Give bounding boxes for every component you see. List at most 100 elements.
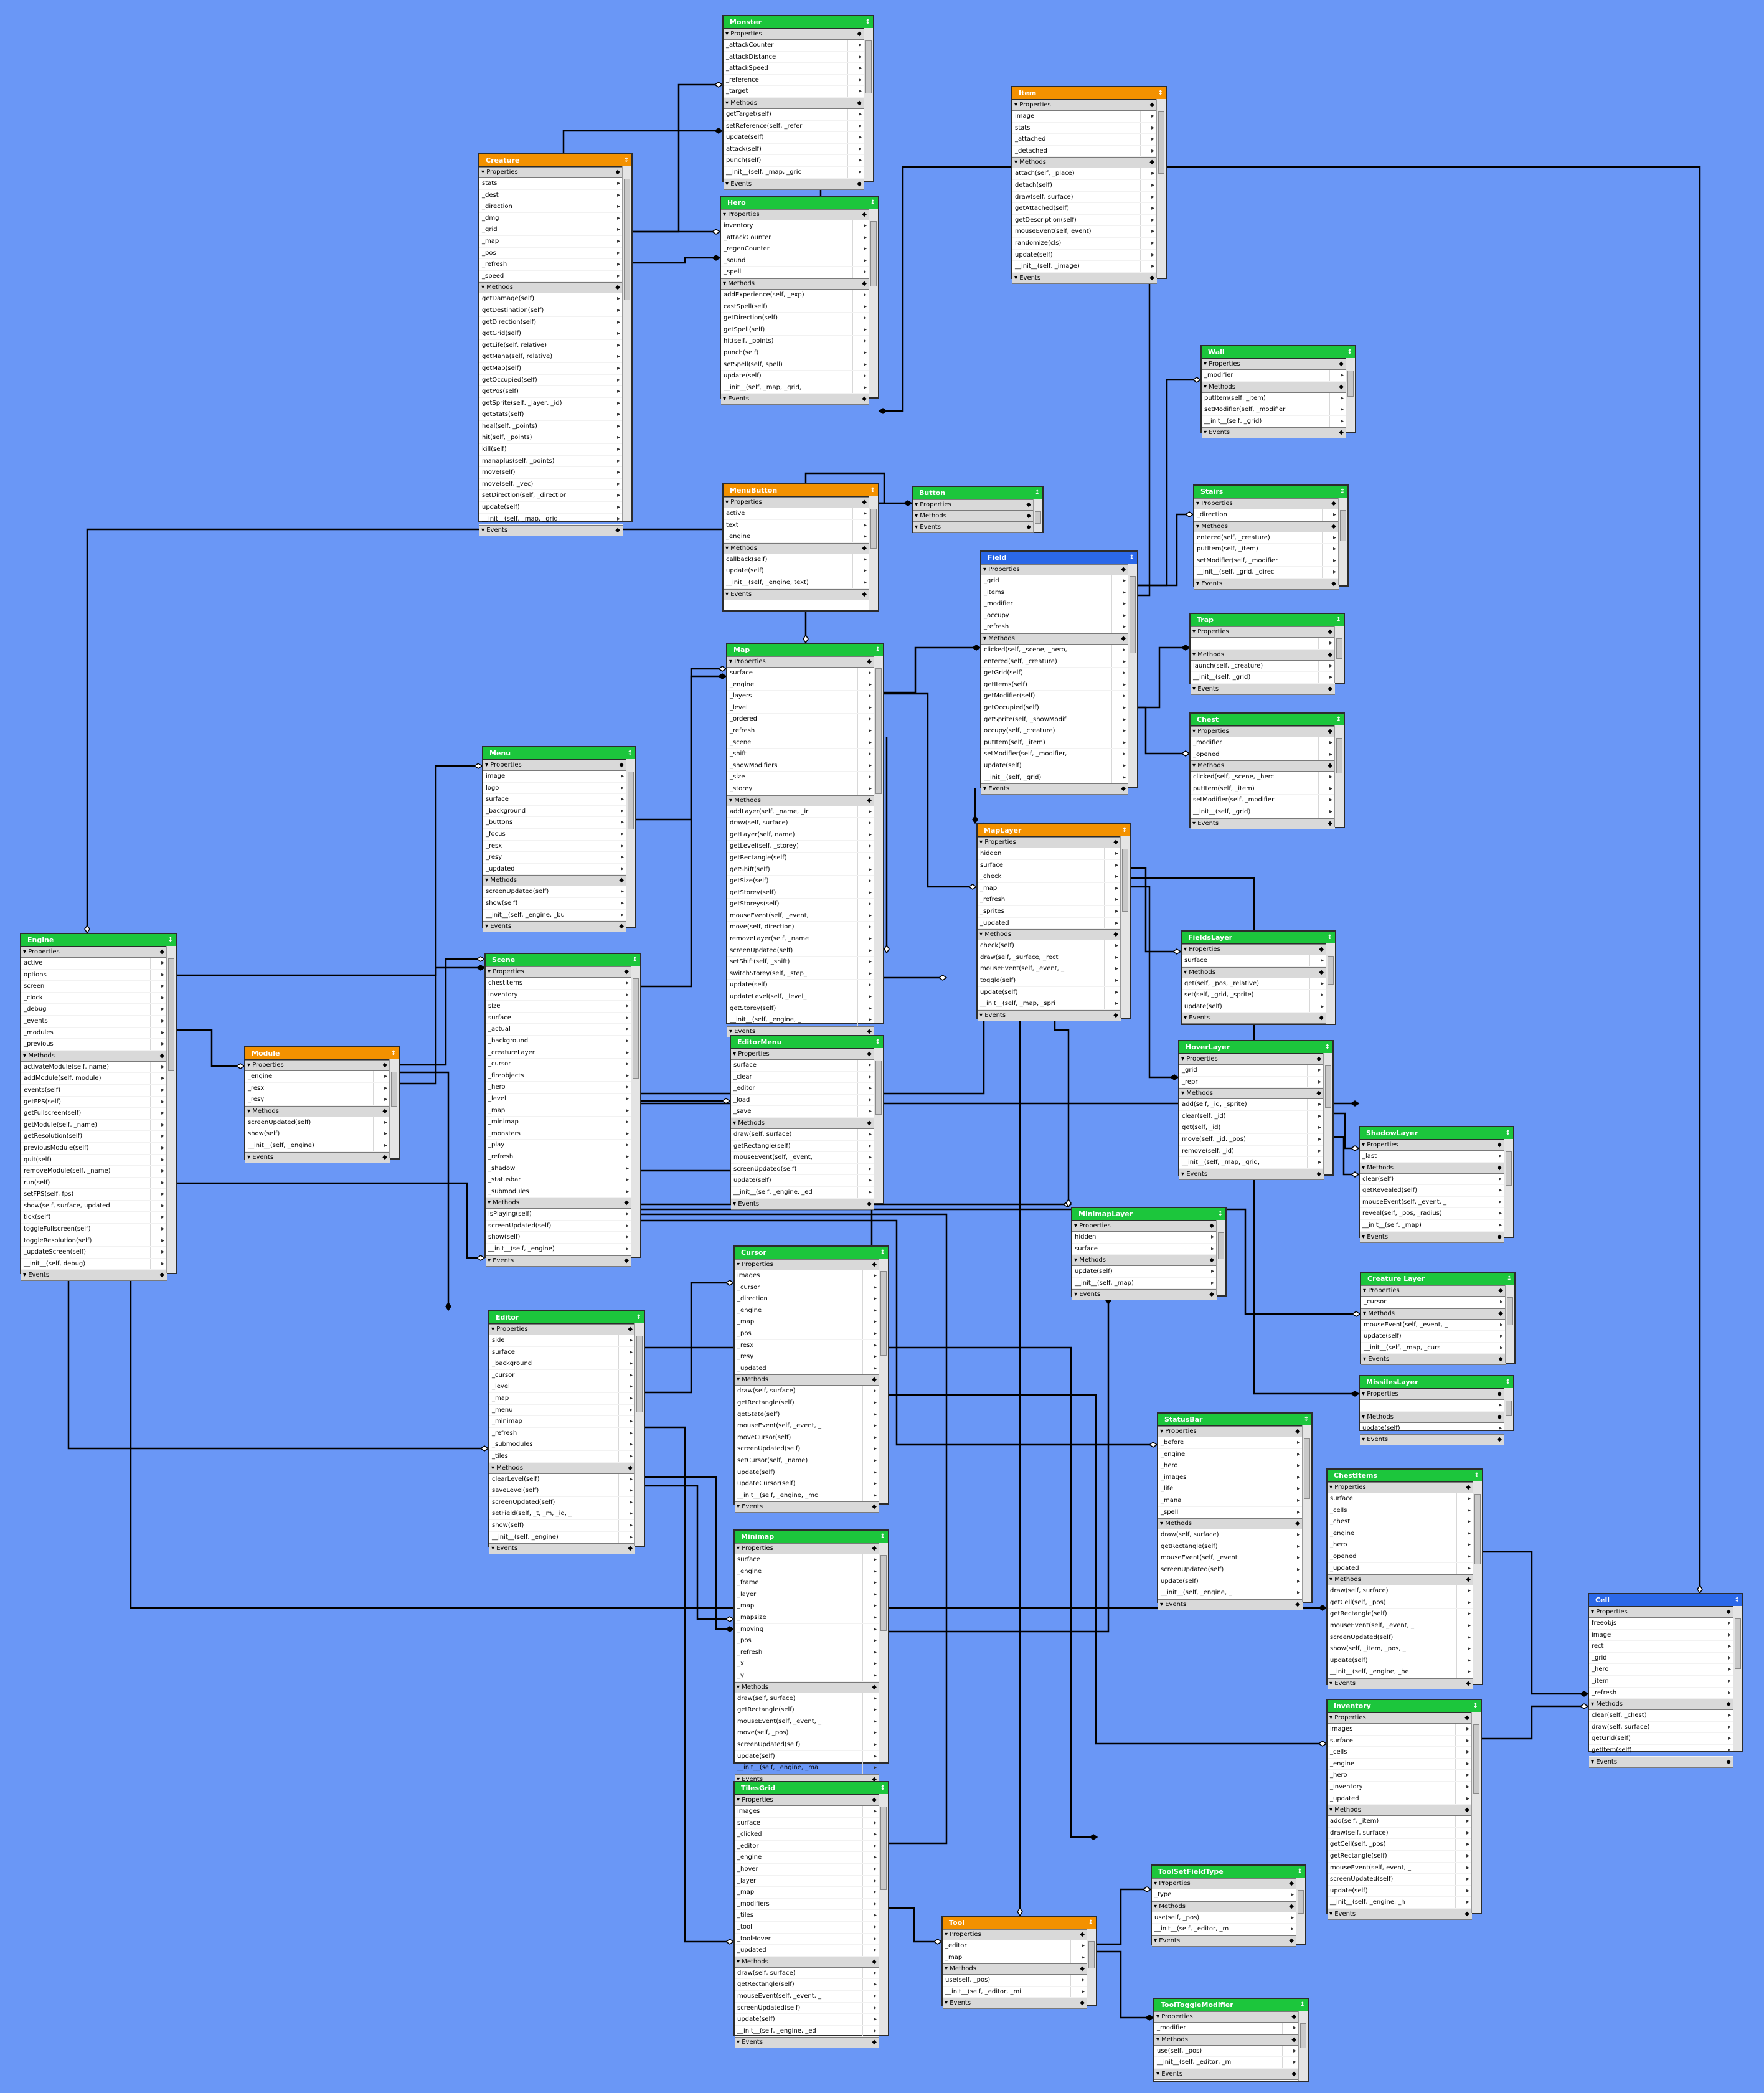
pin-icon[interactable]: ◆ (1319, 968, 1324, 976)
pin-icon[interactable]: ◆ (1466, 1576, 1471, 1584)
pin-icon[interactable]: ◆ (1331, 522, 1336, 530)
property-row[interactable]: _map▸ (943, 1952, 1087, 1964)
property-row[interactable]: _minimap▸ (486, 1117, 631, 1128)
property-row[interactable]: _background▸ (486, 1035, 631, 1047)
method-row[interactable]: add(self, _item)▸ (1328, 1816, 1472, 1828)
section-methods[interactable]: ▾ Methods◆ (1589, 1699, 1733, 1711)
method-row[interactable]: get(self, _pos, _relative)▸ (1182, 978, 1326, 990)
section-events[interactable]: ▾ Events◆ (1328, 1908, 1472, 1920)
class-title-stairs[interactable]: Stairs↕ (1194, 486, 1347, 498)
section-properties[interactable]: ▾ Properties◆ (1194, 498, 1339, 509)
method-row[interactable]: update(self)▸ (978, 986, 1121, 999)
method-row[interactable]: getMana(self, relative)▸ (479, 351, 623, 363)
class-box-tilesgrid[interactable]: TilesGrid↕▾ Properties◆images▸surface▸_c… (733, 1781, 889, 2049)
method-row[interactable]: draw(self, surface)▸ (1158, 1529, 1303, 1541)
section-events[interactable]: ▾ Events◆ (731, 1198, 874, 1210)
class-title-hero[interactable]: Hero↕ (721, 197, 878, 209)
property-row[interactable]: _attached▸ (1012, 134, 1157, 146)
scrollbar[interactable] (1473, 1481, 1482, 1684)
section-events[interactable]: ▾ Events◆ (1072, 1289, 1217, 1301)
class-box-minimaplayer[interactable]: MinimapLayer↕▾ Properties◆hidden▸surface… (1071, 1207, 1227, 1301)
property-row[interactable]: _item▸ (1589, 1675, 1733, 1688)
section-properties[interactable]: ▾ Properties◆ (735, 1543, 879, 1554)
collapse-icon[interactable]: ↕ (880, 1785, 885, 1792)
method-row[interactable]: mouseEvent(self, event, _▸ (1328, 1862, 1472, 1874)
section-methods[interactable]: ▾ Methods◆ (1328, 1574, 1473, 1586)
pin-icon[interactable]: ◆ (867, 1200, 872, 1207)
collapse-icon[interactable]: ↕ (1327, 934, 1332, 941)
method-row[interactable]: draw(self, surface)▸ (1328, 1585, 1473, 1597)
class-box-menu[interactable]: Menu↕▾ Properties◆image▸logo▸surface▸_ba… (482, 746, 636, 933)
method-row[interactable]: __init__(self, _grid)▸ (1191, 806, 1335, 818)
class-box-cursor[interactable]: Cursor↕▾ Properties◆images▸_cursor▸_dire… (733, 1245, 889, 1513)
method-row[interactable]: add(self, _id, _sprite)▸ (1179, 1099, 1324, 1111)
collapse-icon[interactable]: ↕ (632, 957, 638, 963)
property-row[interactable]: _scene▸ (727, 737, 874, 749)
section-events[interactable]: ▾ Events◆ (1194, 578, 1339, 590)
section-methods[interactable]: ▾ Methods◆ (489, 1462, 635, 1474)
scrollbar-thumb[interactable] (1300, 2023, 1306, 2049)
method-row[interactable]: launch(self, _creature)▸ (1191, 660, 1335, 673)
property-row[interactable]: _pos▸ (479, 247, 623, 260)
method-row[interactable]: update(self)▸ (1072, 1266, 1217, 1278)
method-row[interactable]: __init__(self, _map, _gric▸ (724, 166, 864, 179)
method-row[interactable]: reveal(self, _pos, _radius)▸ (1360, 1208, 1504, 1220)
property-row[interactable]: surface▸ (1182, 955, 1326, 967)
collapse-icon[interactable]: ↕ (1121, 827, 1127, 834)
collapse-icon[interactable]: ↕ (1734, 1597, 1740, 1604)
method-row[interactable]: use(self, _pos)▸ (1152, 1912, 1296, 1924)
pin-icon[interactable]: ◆ (624, 1199, 629, 1207)
pin-icon[interactable]: ◆ (1328, 628, 1332, 635)
method-row[interactable]: move(self, _pos)▸ (735, 1727, 879, 1739)
pin-icon[interactable]: ◆ (1209, 1257, 1214, 1264)
collapse-icon[interactable]: ↕ (636, 1314, 641, 1321)
method-row[interactable]: isPlaying(self)▸ (486, 1209, 631, 1221)
section-properties[interactable]: ▾ Properties◆ (981, 564, 1128, 575)
property-row[interactable]: images▸ (735, 1270, 879, 1282)
pin-icon[interactable]: ◆ (1464, 1807, 1469, 1814)
scrollbar[interactable] (634, 1323, 644, 1546)
method-row[interactable]: previousModule(self)▸ (21, 1142, 167, 1155)
class-box-toolsetfieldtype[interactable]: ToolSetFieldType↕▾ Properties◆_type▸▾ Me… (1151, 1864, 1306, 1947)
scrollbar-thumb[interactable] (1347, 371, 1354, 397)
section-methods[interactable]: ▾ Methods◆ (483, 875, 626, 887)
method-row[interactable]: screenUpdated(self)▸ (727, 945, 874, 957)
property-row[interactable]: surface▸ (483, 794, 626, 806)
method-row[interactable]: clearLevel(self)▸ (489, 1473, 635, 1486)
collapse-icon[interactable]: ↕ (1324, 1044, 1330, 1051)
property-row[interactable]: hidden▸ (1072, 1232, 1217, 1244)
scrollbar[interactable] (1033, 499, 1042, 532)
pin-icon[interactable]: ◆ (1328, 685, 1332, 692)
property-row[interactable]: _hero▸ (1158, 1460, 1303, 1472)
pin-icon[interactable]: ◆ (615, 284, 620, 291)
pin-icon[interactable]: ◆ (857, 180, 862, 187)
property-row[interactable]: _map▸ (735, 1600, 879, 1612)
method-row[interactable]: punch(self)▸ (724, 155, 864, 167)
method-row[interactable]: move(self)▸ (479, 467, 623, 479)
section-methods[interactable]: ▾ Methods◆ (1194, 521, 1339, 532)
class-title-statusbar[interactable]: StatusBar↕ (1158, 1414, 1311, 1426)
scrollbar-thumb[interactable] (1473, 1724, 1479, 1794)
pin-icon[interactable]: ◆ (1121, 785, 1126, 793)
method-row[interactable]: update(self)▸ (981, 760, 1128, 772)
method-row[interactable]: getGrid(self)▸ (479, 328, 623, 340)
property-row[interactable]: _cursor▸ (486, 1059, 631, 1070)
pin-icon[interactable]: ◆ (1080, 1931, 1085, 1938)
method-row[interactable]: getStorey(self)▸ (727, 887, 874, 899)
scrollbar-thumb[interactable] (168, 958, 174, 1071)
method-row[interactable]: getSize(self)▸ (727, 876, 874, 887)
property-row[interactable]: _check▸ (978, 871, 1121, 883)
section-methods[interactable]: ▾ Methods◆ (724, 97, 864, 109)
class-title-creature[interactable]: Creature↕ (479, 154, 631, 167)
pin-icon[interactable]: ◆ (1498, 1356, 1503, 1363)
method-row[interactable]: __init__(self, _map, _spri▸ (978, 998, 1121, 1010)
method-row[interactable]: __init__(self, _editor, _m▸ (1152, 1924, 1296, 1935)
class-title-field[interactable]: Field↕ (981, 552, 1137, 564)
collapse-icon[interactable]: ↕ (880, 1533, 885, 1540)
section-methods[interactable]: ▾ Methods◆ (943, 1963, 1087, 1975)
property-row[interactable]: _shift▸ (727, 749, 874, 760)
scrollbar[interactable] (1216, 1220, 1225, 1295)
method-row[interactable]: update(self)▸ (479, 502, 623, 514)
section-events[interactable]: ▾ Events◆ (1191, 818, 1335, 829)
method-row[interactable]: switchStorey(self, _step_▸ (727, 968, 874, 980)
